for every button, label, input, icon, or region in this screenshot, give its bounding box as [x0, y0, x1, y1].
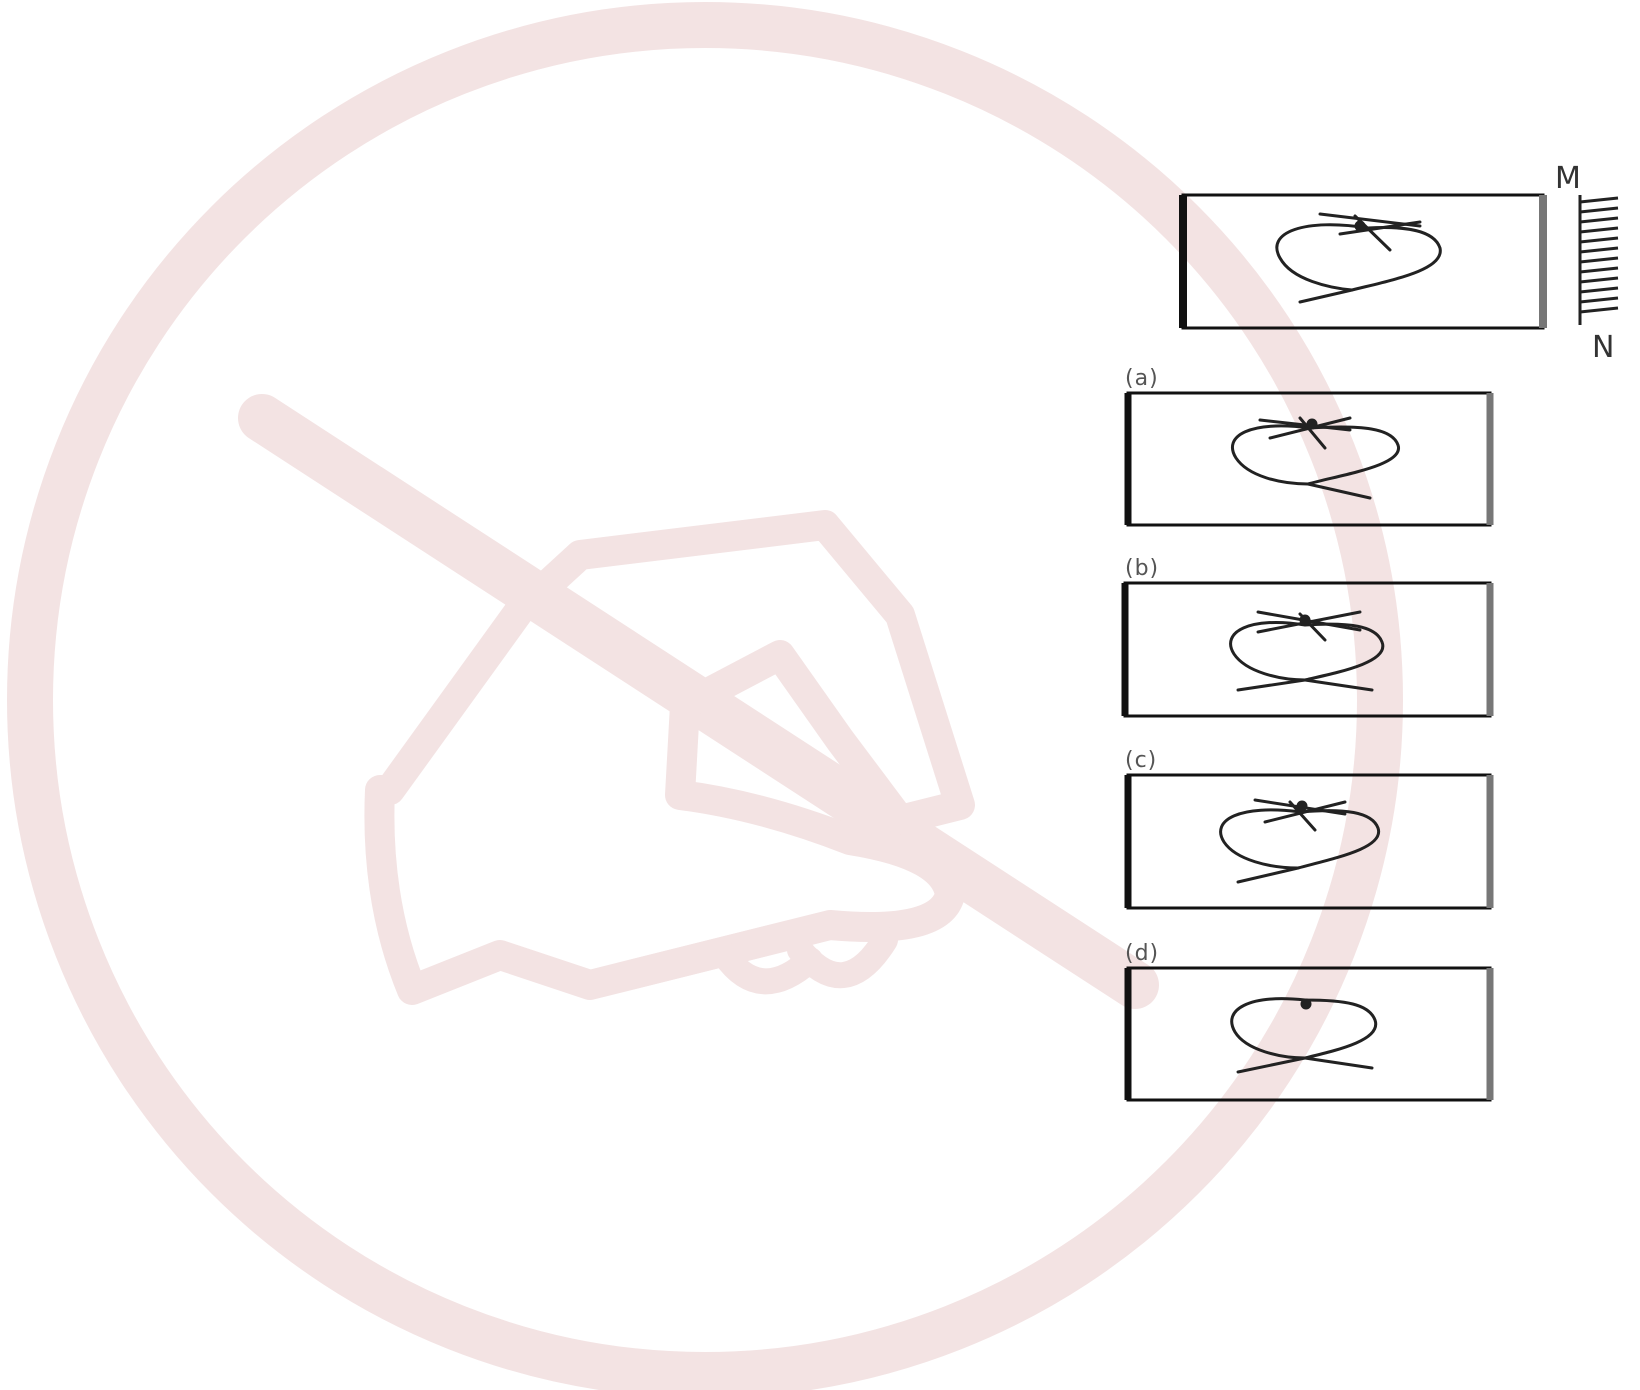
option-b-label: (b): [1125, 556, 1159, 581]
heart-figure: [1277, 214, 1440, 302]
mirror-top-label: M: [1555, 161, 1581, 196]
option-d-label: (d): [1125, 941, 1159, 966]
mirror-line: [1580, 195, 1618, 325]
hand-writing-icon: [30, 25, 1380, 1375]
option-a-label: (a): [1125, 366, 1159, 391]
option-b[interactable]: (b): [1125, 556, 1490, 716]
option-c-label: (c): [1125, 748, 1157, 773]
option-c[interactable]: (c): [1125, 748, 1490, 908]
mirror-bottom-label: N: [1592, 330, 1614, 365]
